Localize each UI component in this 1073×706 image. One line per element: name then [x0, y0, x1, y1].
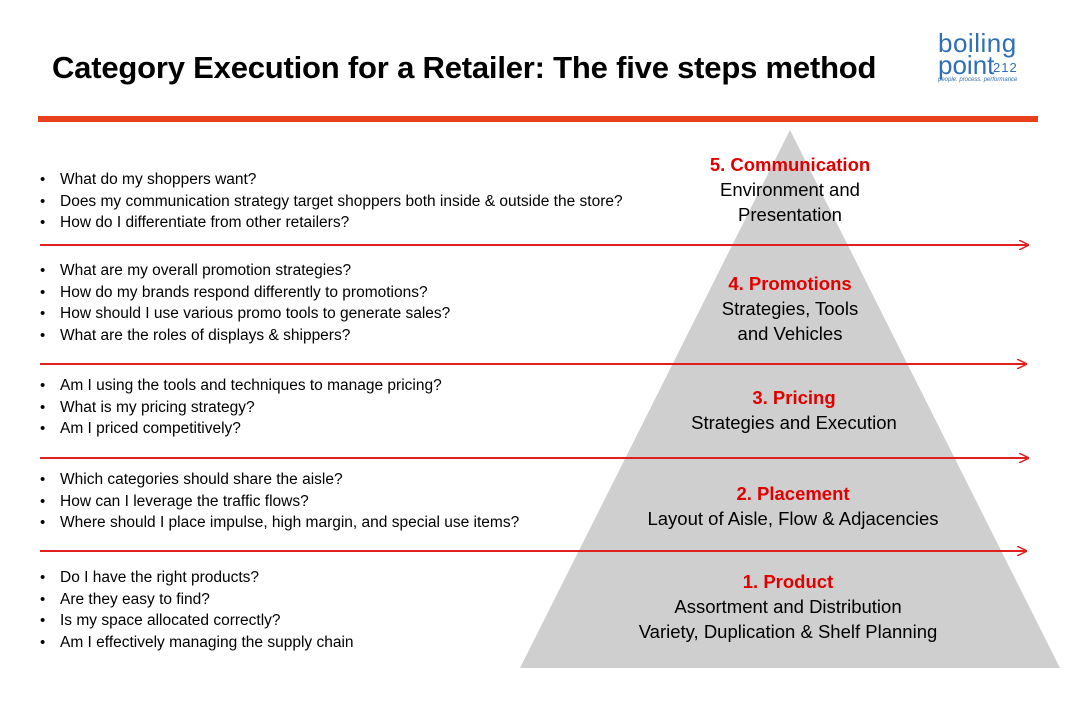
page-title: Category Execution for a Retailer: The f… — [52, 50, 877, 85]
question-list-pricing: Am I using the tools and techniques to m… — [40, 375, 442, 440]
step-subtitle: Environment and — [720, 179, 860, 200]
header-divider — [38, 116, 1038, 122]
step-placement: 2. Placement Layout of Aisle, Flow & Adj… — [647, 481, 938, 531]
step-product: 1. Product Assortment and Distribution V… — [639, 569, 938, 644]
logo-tagline: people. process. performance — [938, 77, 1018, 83]
question-item: Which categories should share the aisle? — [40, 469, 519, 491]
step-subtitle: Variety, Duplication & Shelf Planning — [638, 621, 938, 642]
question-item: Does my communication strategy target sh… — [40, 191, 623, 213]
step-subtitle: Assortment and Distribution — [674, 596, 902, 617]
step-subtitle: Strategies, Tools — [721, 298, 859, 319]
question-list-communication: What do my shoppers want? Does my commun… — [40, 169, 623, 234]
question-item: Am I using the tools and techniques to m… — [40, 375, 442, 397]
step-heading: 3. Pricing — [752, 387, 836, 408]
pyramid-shape — [520, 130, 1060, 668]
logo-word-1: boiling — [938, 28, 1017, 58]
step-subtitle: Strategies and Execution — [691, 412, 897, 433]
question-item: Where should I place impulse, high margi… — [40, 512, 519, 534]
step-heading: 1. Product — [742, 571, 834, 592]
step-subtitle: and Vehicles — [737, 323, 843, 344]
question-item: What are the roles of displays & shipper… — [40, 325, 450, 347]
step-subtitle: Layout of Aisle, Flow & Adjacencies — [647, 508, 939, 529]
step-subtitle: Presentation — [738, 204, 842, 225]
question-item: Am I effectively managing the supply cha… — [40, 632, 354, 654]
question-item: How do I differentiate from other retail… — [40, 212, 623, 234]
question-list-placement: Which categories should share the aisle?… — [40, 469, 519, 534]
question-item: Is my space allocated correctly? — [40, 610, 354, 632]
step-heading: 5. Communication — [709, 154, 871, 175]
step-heading: 2. Placement — [736, 483, 850, 504]
step-pricing: 3. Pricing Strategies and Execution — [691, 385, 897, 435]
question-item: Are they easy to find? — [40, 589, 354, 611]
question-item: What are my overall promotion strategies… — [40, 260, 450, 282]
question-item: How do my brands respond differently to … — [40, 282, 450, 304]
question-item: Do I have the right products? — [40, 567, 354, 589]
logo-number: 212 — [993, 60, 1018, 75]
step-communication: 5. Communication Environment and Present… — [710, 152, 870, 227]
logo-word-2: point — [938, 50, 995, 80]
step-promotions: 4. Promotions Strategies, Tools and Vehi… — [722, 271, 858, 346]
question-item: How should I use various promo tools to … — [40, 303, 450, 325]
question-list-promotions: What are my overall promotion strategies… — [40, 260, 450, 347]
step-heading: 4. Promotions — [728, 273, 852, 294]
company-logo: boiling point 212 people. process. perfo… — [935, 30, 1030, 86]
question-item: What is my pricing strategy? — [40, 397, 442, 419]
question-item: What do my shoppers want? — [40, 169, 623, 191]
question-item: Am I priced competitively? — [40, 418, 442, 440]
question-item: How can I leverage the traffic flows? — [40, 491, 519, 513]
question-list-product: Do I have the right products? Are they e… — [40, 567, 354, 654]
